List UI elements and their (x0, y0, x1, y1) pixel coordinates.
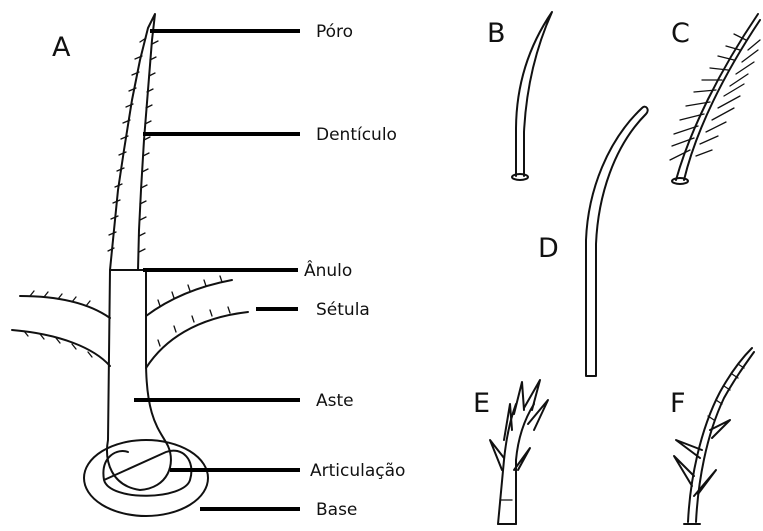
bristle-d (586, 107, 648, 376)
panel-letter-f: F (670, 388, 686, 419)
denticulate-tip (110, 14, 155, 270)
panel-letter-e: E (473, 388, 490, 419)
setule-right-upper (146, 280, 232, 316)
setule-left-upper (20, 296, 110, 318)
panel-letter-d: D (538, 233, 559, 264)
label-articulacao: Articulação (310, 461, 405, 481)
panel-letter-a: A (52, 32, 71, 63)
bristle-b (512, 12, 552, 180)
bristle-e (490, 380, 548, 524)
leader-lines (134, 31, 300, 509)
label-base: Base (316, 500, 357, 520)
setule-right-lower (146, 312, 248, 368)
panel-letter-b: B (487, 18, 506, 49)
setule-left-lower-spines (24, 331, 92, 357)
panel-letter-c: C (671, 18, 690, 49)
label-setula: Sétula (316, 300, 370, 320)
label-poro: Póro (316, 22, 353, 42)
label-denticulo: Dentículo (316, 125, 397, 145)
shaft (107, 270, 171, 490)
base-ring (84, 440, 208, 516)
bristle-f (674, 348, 754, 524)
label-aste: Aste (316, 391, 354, 411)
label-anulo: Ânulo (304, 259, 352, 281)
bristle-a (12, 14, 248, 516)
